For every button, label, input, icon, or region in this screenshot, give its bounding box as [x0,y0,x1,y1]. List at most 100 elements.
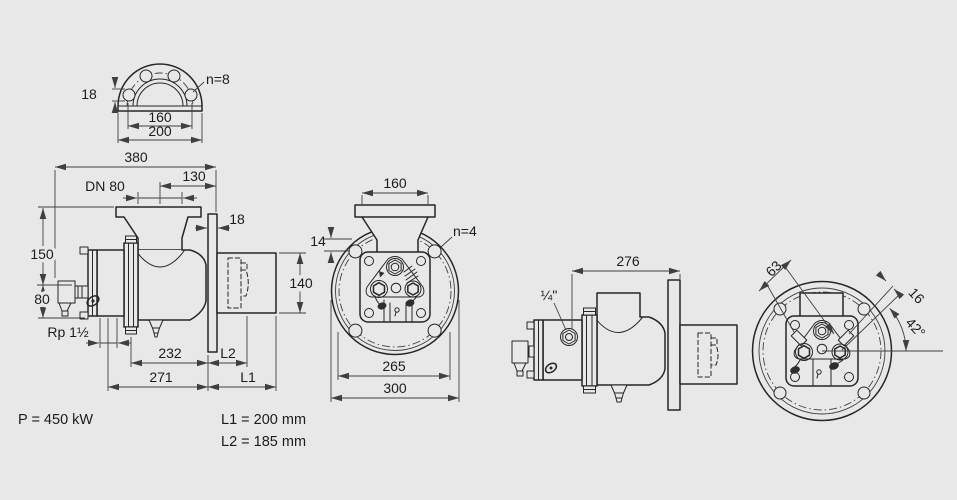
notes: P = 450 kW L1 = 200 mm L2 = 185 mm [18,412,306,450]
pump-body [596,316,666,386]
bolt-hole [184,88,198,102]
bolt-hole [348,244,363,259]
pipe-fill [597,293,640,317]
cover-lug [526,321,535,330]
drain-plug [790,366,800,374]
pump-body [137,249,207,321]
dim-length: 276 [616,253,640,269]
sight-glass-dot [549,366,553,370]
ext-line-port-axis [848,285,894,335]
vent-detail-tail [816,373,819,379]
view-front-flange: 160 14 n=4 265 300 [310,175,477,402]
pipe-neck [361,216,429,253]
center-port [816,343,828,355]
plate-screw-hole [364,256,374,266]
top-flange-plate [354,204,436,218]
bolt-hole [857,386,871,400]
valve-spout-tip [61,310,69,317]
pipe-stub [596,292,641,318]
hidden-shaft-step [710,344,719,366]
bolt-hole [348,323,363,338]
dim-line-63 [758,259,792,292]
hatch-line [405,271,418,281]
shaft-housing [679,324,738,385]
leader-line [440,236,453,248]
sight-glass-dot [91,299,95,303]
dim-height-lower: 80 [34,291,50,307]
bolt-hole [857,302,871,316]
bearing-housing [542,319,583,381]
label-plug-size: ¼" [541,287,558,303]
hatch-line [403,265,413,273]
plate-screw-hole [844,372,854,382]
flange-arc-body [117,63,203,112]
left-port-washer [370,280,388,298]
bolt-hole [427,323,442,338]
cover-lug [79,311,89,320]
dim-hole-offset: 14 [310,233,326,249]
dim-body-length: 232 [158,345,182,361]
drain-barb-tip [153,332,159,338]
dim-flange-thickness: 18 [229,211,245,227]
bolt-circle [338,234,452,348]
bore-arc [594,317,643,333]
drain-barb [614,392,624,399]
center-port [390,282,402,294]
drain-barb-tip [615,397,623,403]
sight-glass [544,362,558,374]
top-port-boss [386,258,404,276]
note-l1: L1 = 200 mm [221,412,306,428]
dim-thread: Rp 1½ [47,324,89,340]
left-port-hex [797,344,811,360]
joint-flange-band [123,242,139,328]
hidden-shaft-key [710,337,718,346]
shaft-housing [216,252,277,314]
note-l2: L2 = 185 mm [221,434,306,450]
hidden-shaft-step [240,269,249,297]
mounting-plate [667,279,681,411]
dim-arrow [893,288,905,300]
label-bolt-count: n=4 [453,223,477,239]
bearing-housing [96,249,125,317]
port-triangle-boss [793,320,851,360]
vent-detail-tail [394,311,397,317]
plate-screw-hole [364,308,374,318]
valve-spout-tip [516,370,524,377]
view-side-compact: 276 ¼" [511,253,738,411]
dim-overall-length: 380 [124,149,148,165]
view-side-main: 380 130 DN 80 18 150 80 140 Rp 1 [27,149,316,391]
hidden-shaft [227,257,242,309]
hidden-shaft-key [240,262,248,271]
ext-line-port-axis [765,282,795,333]
hatch-line [404,268,416,277]
top-port-bore [390,262,400,272]
drain-plug [405,299,415,307]
dim-port-spacing: 16 [905,284,927,306]
valve-spout [513,362,527,372]
right-port-nipple [837,329,855,347]
dim-mount-length: 271 [149,369,173,385]
top-port-hex [388,259,402,275]
label-bolt-count: n=8 [206,71,230,87]
bolt-hole [773,386,787,400]
flow-arrow [379,271,385,278]
view-top-flange-detail: 18 160 200 n=8 [81,63,230,144]
dim-port-offset: 63 [762,257,784,279]
angle-arc [889,307,910,352]
hidden-shaft [697,332,712,378]
dim-bolt-hole-dia: 18 [81,86,97,102]
dim-flange-width: 160 [383,175,407,191]
leader-line [192,81,205,93]
bolt-hole [122,88,136,102]
dim-arrow [875,270,887,282]
mounting-plate [207,213,218,353]
leader-line [553,302,567,331]
dim-bolt-circle: 265 [382,358,406,374]
left-port-hex [372,281,386,297]
port-triangle-boss [365,256,425,298]
plate-screw-hole [844,320,854,330]
left-port-nipple [790,329,808,347]
drain-boss [610,384,628,394]
drain-barb [152,327,160,334]
